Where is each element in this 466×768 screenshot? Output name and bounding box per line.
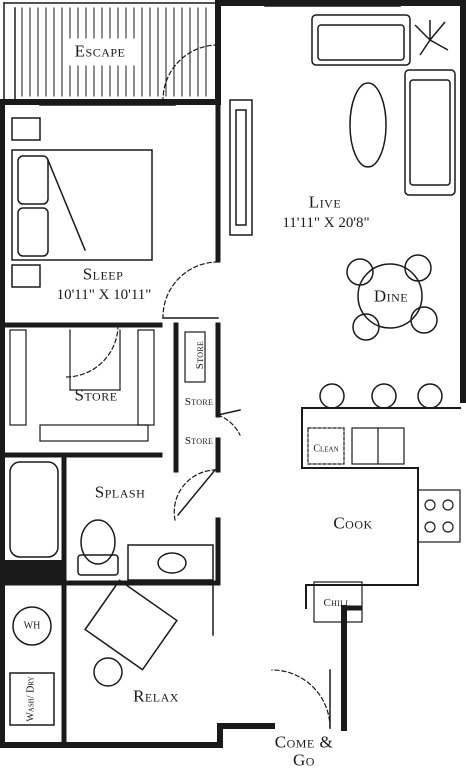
room-escape-label: Escape	[74, 41, 126, 61]
living-furniture	[229, 14, 456, 409]
outer-walls	[0, 0, 466, 748]
room-sleep-label: Sleep	[82, 264, 124, 284]
room-cook-label: Cook	[333, 513, 373, 533]
room-live-label: Live	[308, 192, 342, 212]
closet-hangers	[9, 329, 206, 442]
fixture-wh-label: WH	[23, 620, 41, 632]
bath-fixtures	[9, 461, 214, 581]
room-splash-label: Splash	[94, 482, 146, 502]
bed	[11, 117, 153, 288]
shaft	[4, 560, 64, 584]
fixture-clean-label: Clean	[313, 443, 339, 455]
entry-label-line2: Go	[293, 750, 315, 768]
door-leaves	[162, 99, 331, 729]
room-store-small-3-label: Store	[184, 434, 214, 447]
room-live-dims: 11'11" X 20'8"	[282, 214, 370, 231]
balcony-slats	[21, 7, 207, 97]
kitchen-fixtures	[307, 427, 461, 623]
fixture-chill-label: Chill	[323, 596, 351, 609]
fixture-wash-dry-label: Wash/ Dry	[25, 676, 37, 722]
kitchen-counter	[301, 407, 461, 609]
room-sleep-dims: 10'11" X 10'11"	[56, 286, 152, 303]
room-store-small-2-label: Store	[184, 395, 214, 408]
interior-walls	[3, 99, 363, 748]
room-store-closet-label: Store	[74, 385, 118, 405]
windows	[0, 0, 401, 291]
entry-label-line1: Come &	[274, 732, 334, 752]
room-dine-label: Dine	[373, 286, 409, 306]
escape-balcony	[3, 2, 217, 101]
room-relax-label: Relax	[133, 686, 179, 706]
door-swings	[65, 44, 331, 729]
room-store-small-1-label: Store	[193, 340, 206, 370]
utility-fixtures	[9, 579, 178, 726]
plant	[414, 20, 449, 56]
